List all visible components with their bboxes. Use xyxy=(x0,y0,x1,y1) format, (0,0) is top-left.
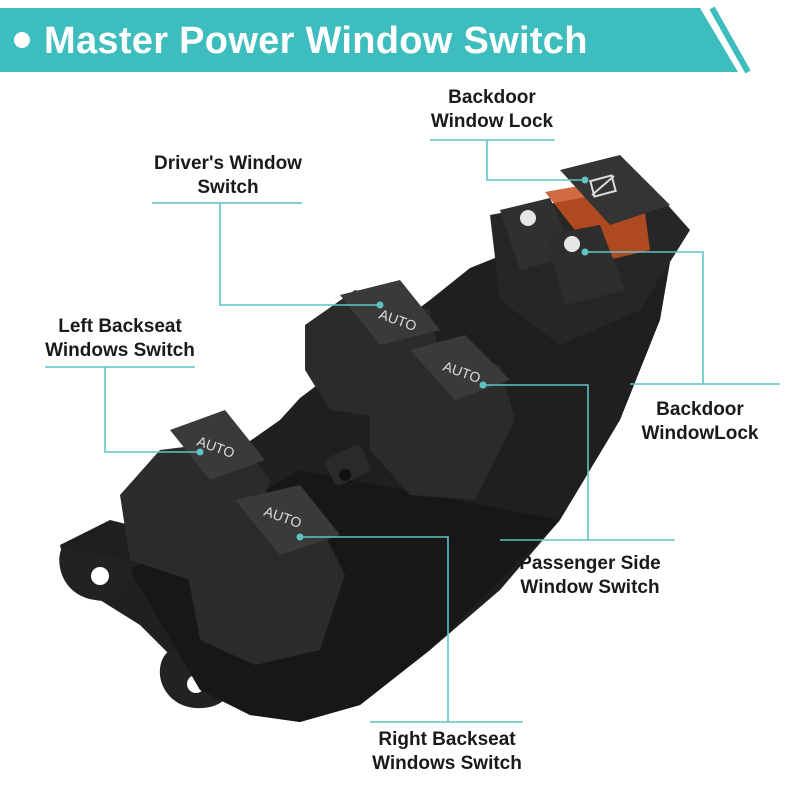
mount-hole-left xyxy=(91,567,109,585)
window-lock-icon-cross xyxy=(591,175,615,196)
housing-center-detail xyxy=(325,444,371,486)
label-backdoor-window-lock-right: Backdoor WindowLock xyxy=(641,399,759,444)
leader-backdoor-lock-right-up xyxy=(585,251,704,384)
right-backseat-body xyxy=(185,515,345,665)
leader-passenger xyxy=(483,384,589,540)
leader-lines xyxy=(45,139,780,723)
leader-backdoor-lock-top-drop xyxy=(486,140,585,181)
dot-backdoor-lock-top xyxy=(581,176,589,184)
label-drivers-window-switch: Driver's Window Switch xyxy=(154,153,302,198)
leader-drivers-drop xyxy=(219,203,380,306)
dot-left-backseat xyxy=(196,448,204,456)
housing-screw xyxy=(339,469,351,481)
unlock-icon xyxy=(520,210,536,226)
banner-shape xyxy=(0,8,738,72)
banner-bullet-icon xyxy=(14,32,30,48)
label-backdoor-window-lock-top: Backdoor Window Lock xyxy=(430,87,554,132)
label-left-backseat-switch: Left Backseat Windows Switch xyxy=(45,316,195,361)
leader-left-backseat-drop xyxy=(104,367,200,453)
leader-right-backseat xyxy=(300,536,449,722)
window-lock-icon xyxy=(589,174,617,198)
dot-right-backseat xyxy=(296,533,304,541)
title-banner xyxy=(0,6,751,74)
drivers-switch-top xyxy=(340,280,440,345)
left-backseat-top xyxy=(170,410,265,480)
page-title: Master Power Window Switch xyxy=(44,20,588,62)
lock-icon xyxy=(564,236,580,252)
banner-slash xyxy=(709,6,751,74)
leader-dots xyxy=(196,176,589,541)
dot-passenger xyxy=(479,381,487,389)
label-passenger-side-switch: Passenger Side Window Switch xyxy=(519,553,661,598)
label-right-backseat-switch: Right Backseat Windows Switch xyxy=(372,729,522,774)
product-illustration: AUTO AUTO AUTO AUTO xyxy=(45,139,780,723)
dot-drivers xyxy=(376,301,384,309)
dot-backdoor-lock-right xyxy=(581,248,589,256)
